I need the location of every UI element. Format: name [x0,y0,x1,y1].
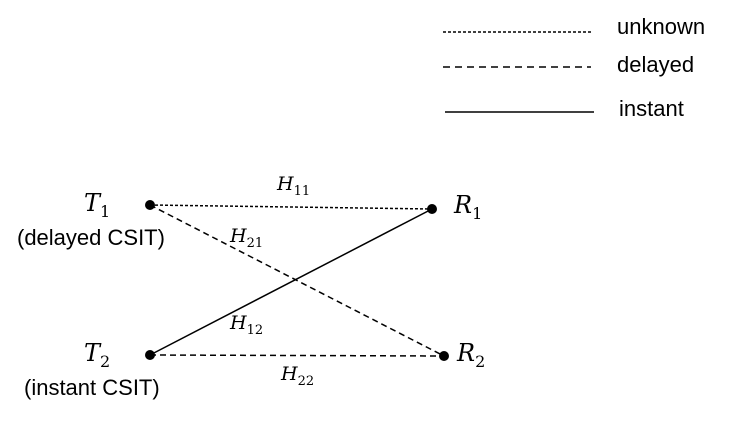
channel-h11-label: H11 [276,173,310,199]
legend: unknown delayed instant [443,14,705,121]
node-t1-caption: (delayed CSIT) [17,225,165,250]
link-h22 [149,354,445,357]
link-h21 [149,204,445,357]
node-r1-label: R1 [453,191,482,223]
channel-h22-label: H22 [280,363,314,389]
node-t2-label: T2 [84,339,110,371]
legend-delayed-label: delayed [617,52,694,77]
node-r2-label: R2 [456,339,485,371]
node-t2-caption: (instant CSIT) [24,375,160,400]
channel-h12-label: H12 [229,312,263,338]
node-t1-dot [145,200,155,210]
link-h12 [149,208,433,356]
node-t1-label: T1 [84,189,110,221]
link-h11 [149,204,433,210]
node-r2-dot [439,351,449,361]
channel-links [149,204,445,357]
channel-h21-label: H21 [229,225,263,251]
legend-unknown-label: unknown [617,14,705,39]
node-r1-dot [427,204,437,214]
node-t2-dot [145,350,155,360]
legend-instant-label: instant [619,96,684,121]
